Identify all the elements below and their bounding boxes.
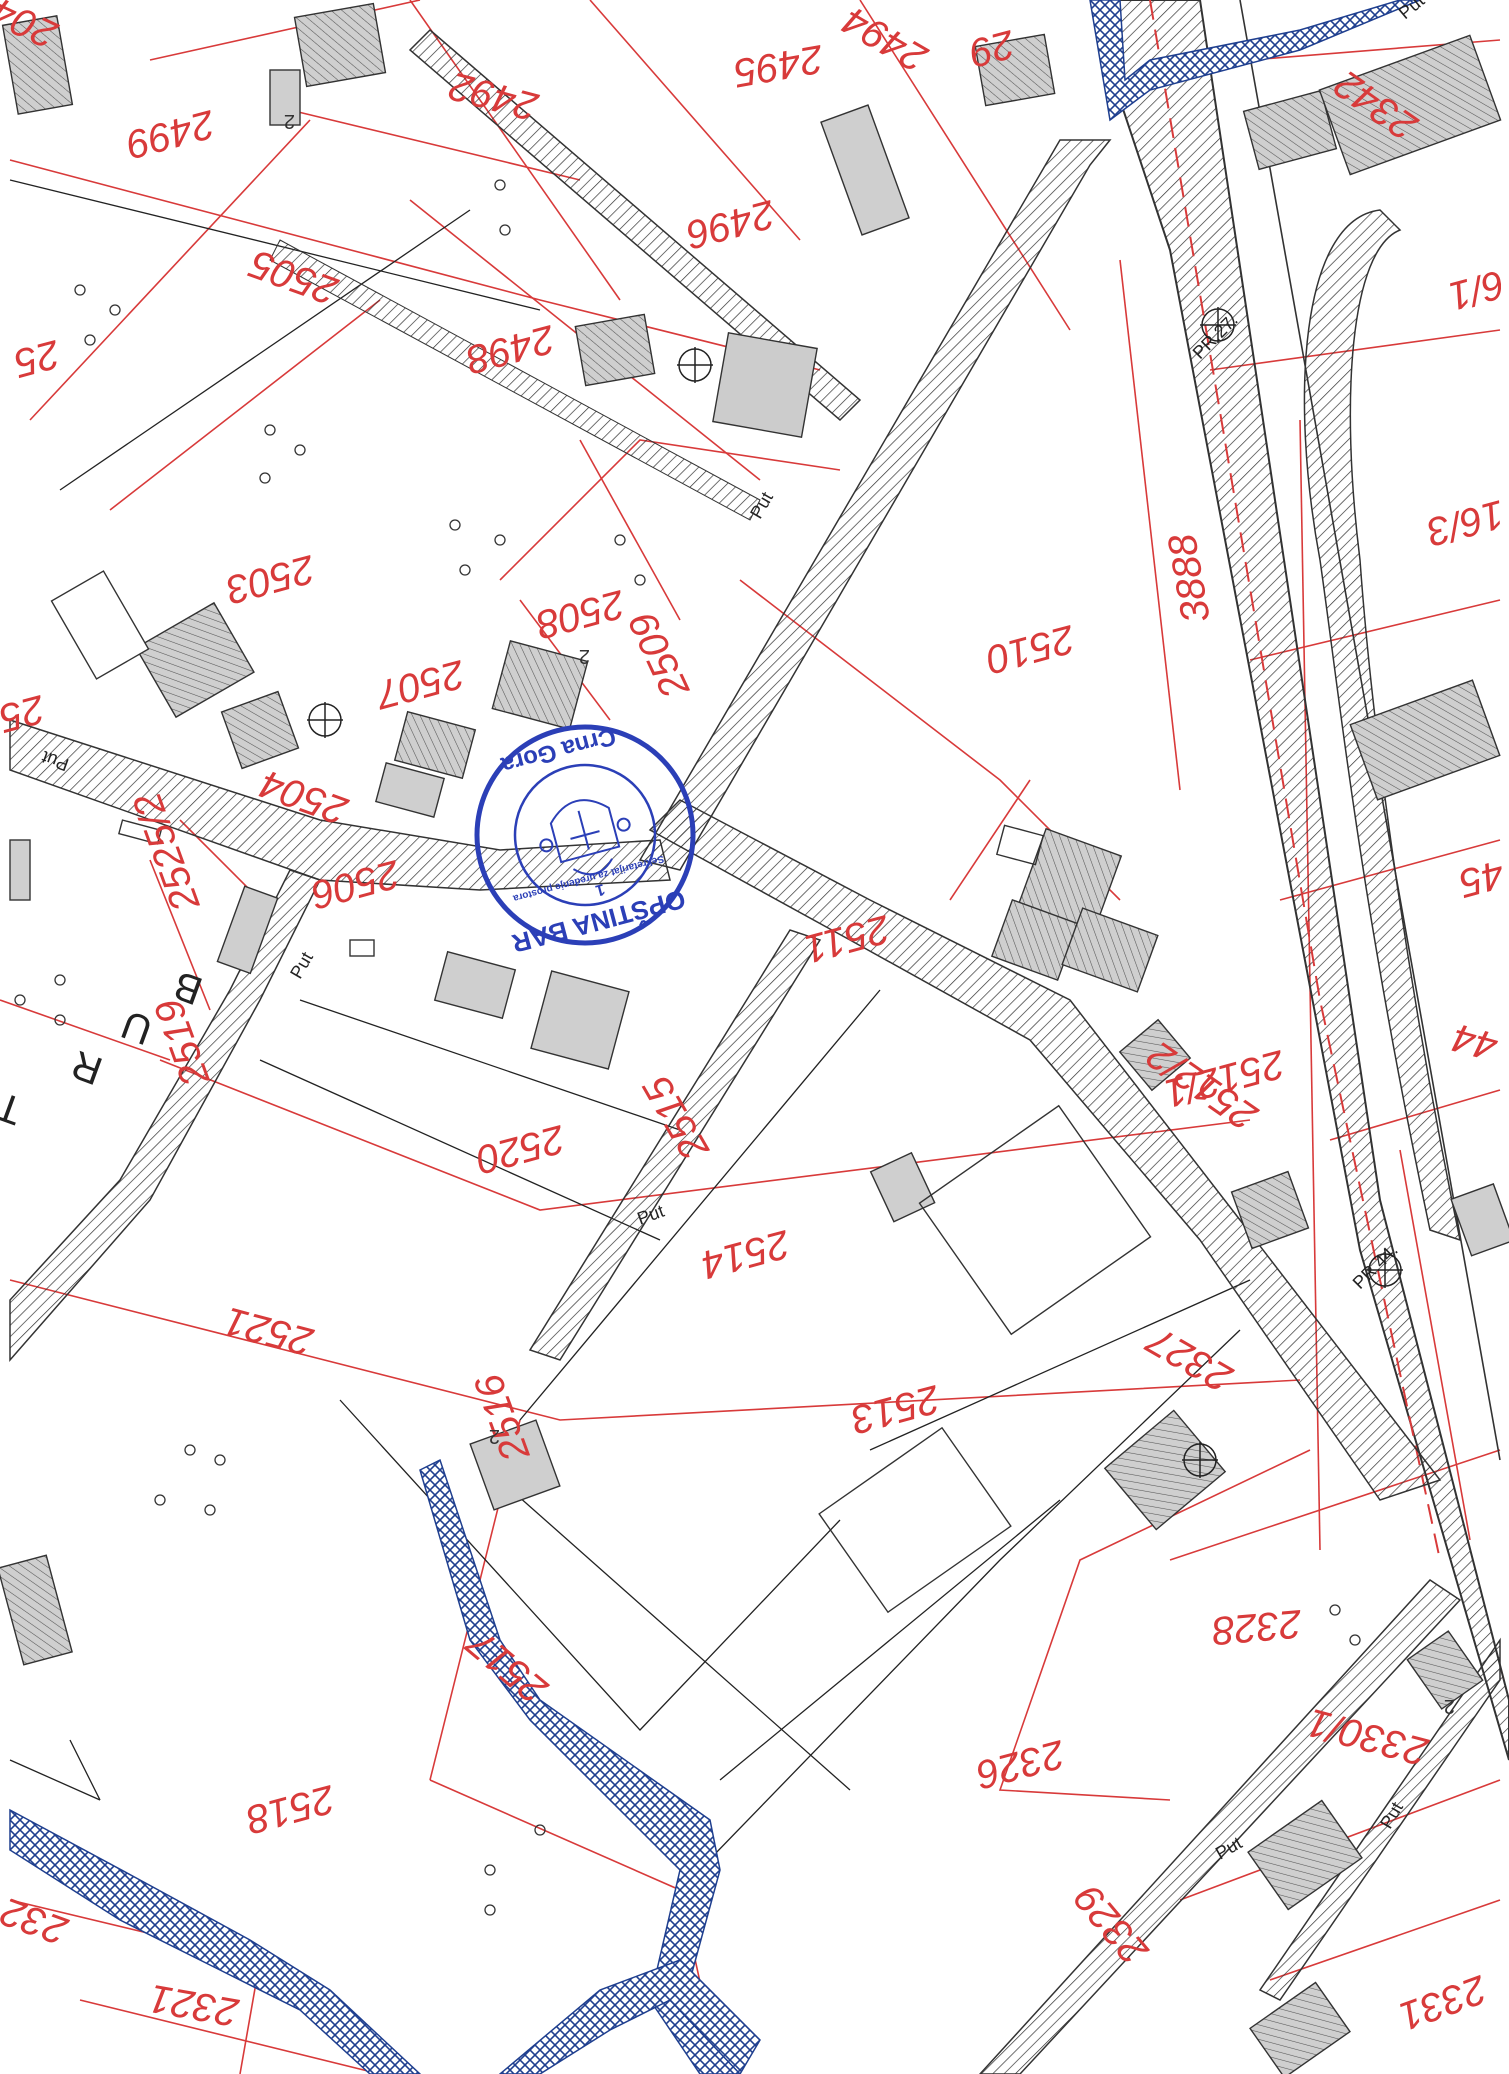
building: [393, 710, 477, 780]
road-2329: [978, 1579, 1462, 2074]
house-number: 2: [489, 1425, 500, 1447]
survey-markers: [307, 307, 1403, 1478]
plot-outline: [918, 1104, 1152, 1336]
survey-point-marker: [1200, 307, 1236, 343]
road-2331: [1258, 1637, 1501, 2001]
house-number: 2: [284, 110, 295, 132]
plot-outline: [818, 1426, 1012, 1614]
road-se: [648, 799, 1442, 1501]
building: [1118, 1018, 1192, 1092]
building: [820, 104, 910, 236]
building: [469, 1419, 561, 1511]
survey-point-marker: [677, 347, 713, 383]
building: [712, 332, 818, 438]
building: [269, 69, 301, 126]
plot-outline: [349, 939, 375, 957]
survey-point-marker: [1182, 1442, 1218, 1478]
ramp: [1303, 209, 1461, 1242]
survey-point-marker: [1367, 1252, 1403, 1288]
building: [118, 819, 162, 845]
building: [1406, 1630, 1484, 1710]
roads: [9, 0, 1509, 2074]
building: [491, 639, 589, 731]
road-nw: [408, 28, 862, 422]
stream-south-2: [498, 1959, 761, 2074]
stamp-inner-ring: [513, 763, 657, 907]
road-w: [9, 718, 671, 891]
building: [220, 690, 300, 770]
fence-lines: [9, 179, 1251, 1891]
streams: [9, 0, 1421, 2074]
building: [1103, 1409, 1227, 1531]
tree-dots: [14, 179, 1361, 1916]
house-markers: 2 2 2 2: [284, 110, 1455, 1717]
road-2497: [269, 239, 761, 521]
building: [0, 1554, 73, 1666]
coat-of-arms-icon: [539, 799, 631, 876]
building: [1249, 1981, 1351, 2074]
survey-point-marker: [307, 702, 343, 738]
building: [1247, 1799, 1363, 1911]
building: [869, 1151, 936, 1223]
highway-inner-left: [1149, 0, 1441, 1561]
house-number: 2: [1444, 1695, 1455, 1717]
building: [9, 839, 31, 901]
parcel-number: 2328: [1210, 1601, 1304, 1653]
building: [1318, 34, 1502, 176]
outline-plots: [349, 824, 1152, 1614]
stream-north: [1089, 0, 1421, 122]
building: [433, 950, 517, 1020]
building: [1349, 679, 1501, 801]
stamp-center-number: 1: [594, 880, 607, 899]
plot-outline: [995, 824, 1045, 866]
building: [530, 970, 630, 1070]
building: [574, 313, 656, 387]
building: [1, 15, 74, 115]
building: [1061, 907, 1159, 993]
building: [1242, 89, 1338, 171]
building: [1230, 1170, 1310, 1250]
building: [216, 885, 279, 975]
house-number: 2: [579, 645, 590, 667]
building: [1450, 1183, 1509, 1257]
building: [974, 33, 1056, 107]
building: [293, 2, 387, 88]
building: [374, 762, 446, 818]
building: [135, 601, 255, 719]
stream-south: [9, 1808, 422, 2074]
building: [50, 570, 150, 680]
stamp-outer-ring: [474, 724, 696, 946]
road-2515: [528, 929, 822, 1361]
